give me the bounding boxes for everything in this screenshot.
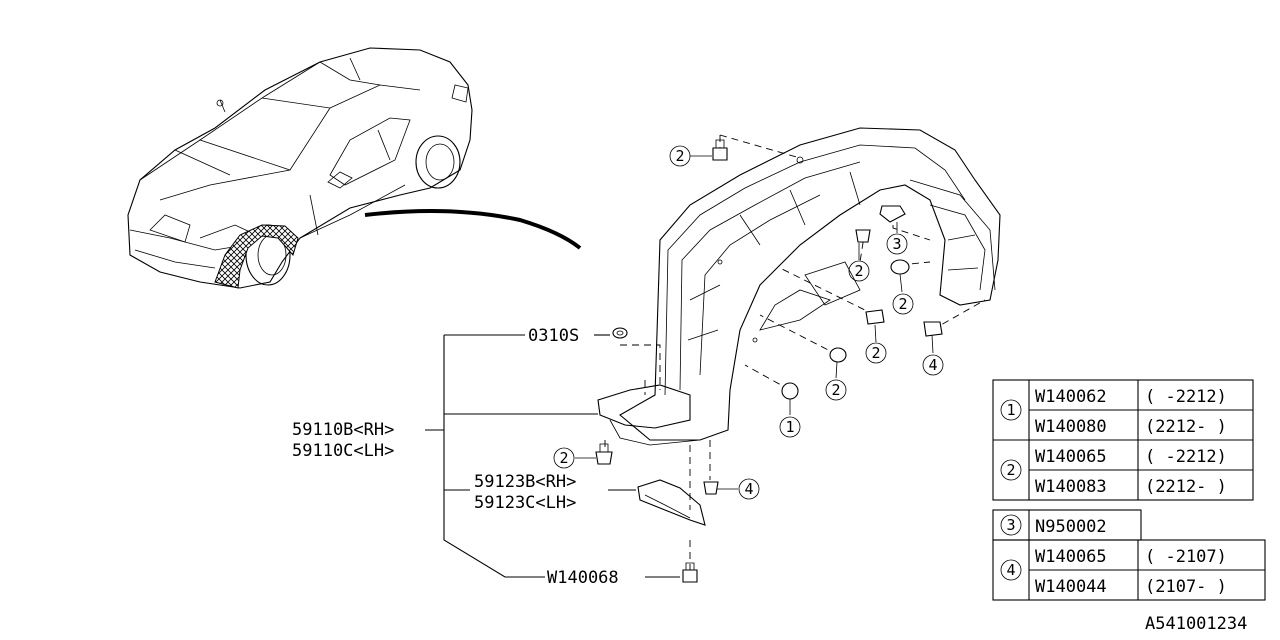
legend-range: ( -2107) bbox=[1145, 547, 1227, 567]
legend-part: W140080 bbox=[1035, 417, 1107, 437]
legend-part: W140065 bbox=[1035, 447, 1107, 467]
legend-part: W140044 bbox=[1035, 577, 1107, 597]
label-flap-rh: 59123B<RH> bbox=[474, 472, 576, 492]
legend-range: (2107- ) bbox=[1145, 577, 1227, 597]
callout-3: 3 bbox=[892, 235, 901, 253]
diagram-id: A541001234 bbox=[1145, 614, 1247, 634]
part-labels: 0310S 59110B<RH> 59110C<LH> 59123B<RH> 5… bbox=[292, 326, 1247, 634]
callout-2: 2 bbox=[675, 147, 684, 165]
legend-part: W140065 bbox=[1035, 547, 1107, 567]
legend-part: W140083 bbox=[1035, 477, 1107, 497]
legend-table-2: 3 N950002 4 W140065 ( -2107) W140044 (21… bbox=[992, 509, 1266, 601]
label-flap-lh: 59123C<LH> bbox=[474, 493, 576, 513]
callout-leaders bbox=[425, 155, 934, 578]
callout-2: 2 bbox=[898, 295, 907, 313]
callout-markers: 2 2 3 2 4 2 2 1 2 4 bbox=[553, 145, 944, 500]
legend-table-1: 1 W140062 ( -2212) W140080 (2212- ) 2 W1… bbox=[992, 379, 1254, 501]
fastener-leaders bbox=[604, 134, 986, 570]
callout-2: 2 bbox=[854, 262, 863, 280]
legend-ref-2: 2 bbox=[1006, 461, 1015, 479]
legend-range: ( -2212) bbox=[1145, 387, 1227, 407]
legend-range: (2212- ) bbox=[1145, 477, 1227, 497]
callout-4: 4 bbox=[928, 356, 937, 374]
fender-liner bbox=[597, 127, 1001, 446]
legend-ref-1: 1 bbox=[1006, 401, 1015, 419]
callout-2: 2 bbox=[831, 381, 840, 399]
fasteners bbox=[595, 139, 943, 583]
label-liner-rh: 59110B<RH> bbox=[292, 420, 394, 440]
callout-2: 2 bbox=[871, 344, 880, 362]
label-screw: W140068 bbox=[547, 568, 619, 588]
legend-part: N950002 bbox=[1035, 517, 1107, 537]
legend-ref-4: 4 bbox=[1006, 561, 1015, 579]
mud-flap-bracket bbox=[637, 479, 706, 526]
callout-1: 1 bbox=[785, 418, 794, 436]
label-grommet: 0310S bbox=[528, 326, 579, 346]
callout-2: 2 bbox=[559, 449, 568, 467]
legend-range: ( -2212) bbox=[1145, 447, 1227, 467]
legend-range: (2212- ) bbox=[1145, 417, 1227, 437]
pointer-line bbox=[364, 209, 582, 250]
car-illustration bbox=[127, 47, 473, 289]
callout-4: 4 bbox=[744, 480, 753, 498]
legend-part: W140062 bbox=[1035, 387, 1107, 407]
legend-ref-3: 3 bbox=[1006, 516, 1015, 534]
label-liner-lh: 59110C<LH> bbox=[292, 441, 394, 461]
